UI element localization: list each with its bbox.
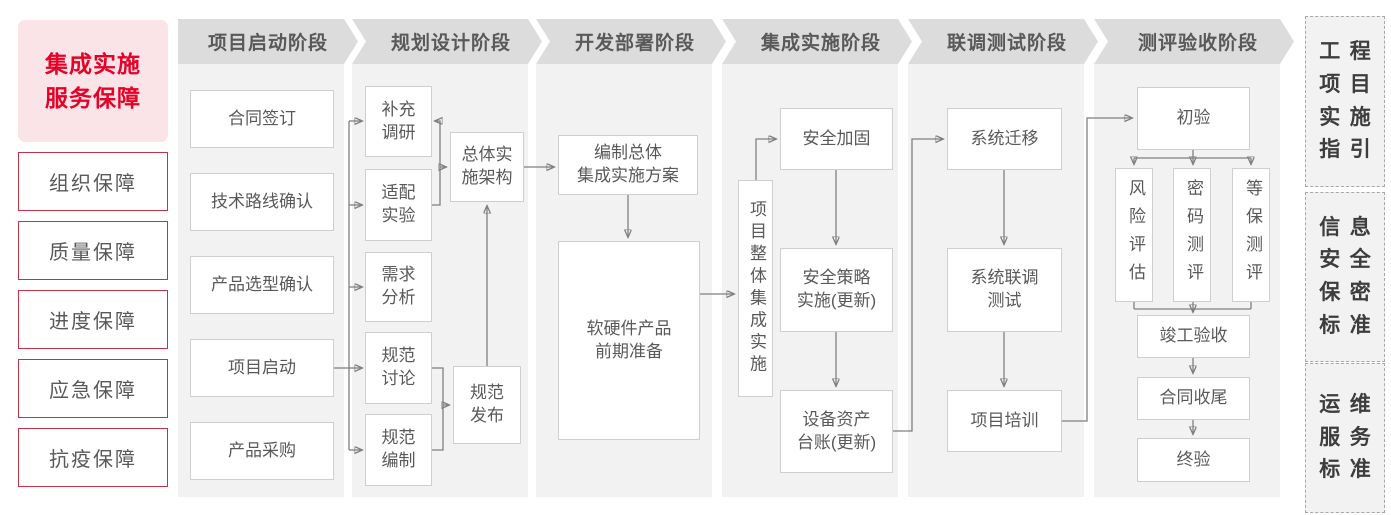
step-risk-assessment: 风险评估 [1115, 168, 1153, 302]
step-system-joint-debugging-test: 系统联调 测试 [947, 248, 1062, 332]
step-security-policy-update: 安全策略 实施(更新) [780, 248, 893, 332]
step-crypto-evaluation: 密码测评 [1173, 168, 1211, 302]
guarantee-organization: 组织保障 [18, 152, 168, 211]
step-hw-sw-preparation: 软硬件产品 前期准备 [558, 241, 700, 440]
guarantee-schedule: 进度保障 [18, 290, 168, 349]
step-spec-compilation: 规范 编制 [365, 414, 432, 486]
phase-header-deployment: 开发部署阶段 [536, 19, 726, 64]
phase-header-kickoff: 项目启动阶段 [178, 19, 358, 64]
step-project-training: 项目培训 [947, 390, 1062, 452]
step-classified-protection-evaluation: 等保测评 [1232, 168, 1270, 302]
step-overall-integration-plan: 编制总体 集成实施方案 [558, 135, 698, 195]
step-overall-implementation-architecture: 总体实 施架构 [450, 132, 524, 202]
standard-ops-service: 运维 服务 标准 [1305, 363, 1385, 513]
phase-header-integration: 集成实施阶段 [722, 19, 912, 64]
guarantee-epidemic: 抗疫保障 [18, 428, 168, 487]
phase-header-joint-test: 联调测试阶段 [908, 19, 1098, 64]
step-final-acceptance: 终验 [1137, 438, 1250, 482]
standard-info-security: 信息 安全 保密 标准 [1305, 192, 1385, 362]
sidebar-title: 集成实施 服务保障 [18, 20, 168, 142]
step-supplementary-research: 补充 调研 [365, 86, 432, 157]
phase-header-planning: 规划设计阶段 [352, 19, 542, 64]
step-product-selection-confirm: 产品选型确认 [190, 256, 334, 314]
step-requirement-analysis: 需求 分析 [365, 252, 432, 322]
step-initial-acceptance: 初验 [1137, 87, 1250, 150]
step-product-procurement: 产品采购 [190, 422, 334, 480]
step-tech-route-confirm: 技术路线确认 [190, 173, 334, 231]
phase-header-acceptance: 测评验收阶段 [1094, 19, 1294, 64]
step-security-hardening: 安全加固 [780, 108, 893, 170]
step-contract-signing: 合同签订 [190, 90, 334, 148]
step-completion-acceptance: 竣工验收 [1137, 315, 1250, 358]
step-system-migration: 系统迁移 [947, 108, 1062, 170]
step-adaptation-test: 适配 实验 [365, 169, 432, 241]
standard-engineering-guide: 工程 项目 实施 指引 [1305, 16, 1385, 187]
step-project-kickoff: 项目启动 [190, 339, 334, 397]
guarantee-emergency: 应急保障 [18, 359, 168, 418]
step-spec-discussion: 规范 讨论 [365, 332, 432, 404]
step-contract-closure: 合同收尾 [1137, 377, 1250, 420]
step-spec-release: 规范 发布 [453, 366, 521, 444]
step-overall-project-integration: 项目整体集成实施 [738, 180, 773, 397]
step-asset-ledger-update: 设备资产 台账(更新) [780, 390, 893, 473]
guarantee-quality: 质量保障 [18, 221, 168, 280]
